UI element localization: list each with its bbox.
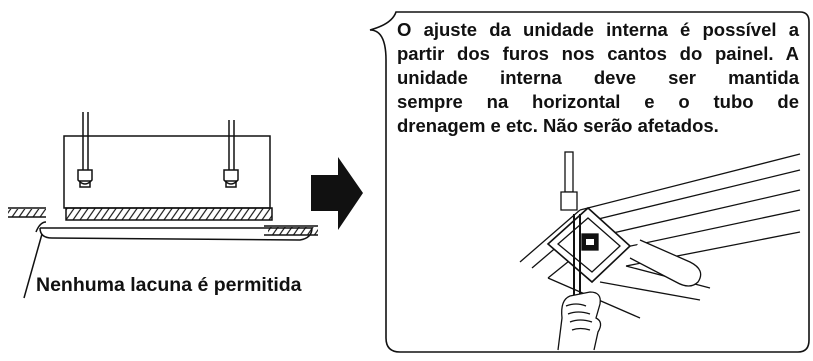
callout-line: unidade interna deve ser mantida bbox=[397, 67, 799, 88]
callout-box bbox=[369, 11, 810, 353]
no-gap-caption: Nenhuma lacuna é permitida bbox=[36, 274, 302, 296]
callout-line: O ajuste da unidade interna é possível a bbox=[397, 19, 799, 40]
callout-line: drenagem e etc. Não serão afetados. bbox=[397, 115, 719, 136]
ceiling-unit-icon bbox=[8, 112, 318, 299]
hand-tool-icon bbox=[557, 214, 602, 351]
callout-text: O ajuste da unidade interna é possível a… bbox=[397, 18, 799, 138]
callout-line: sempre na horizontal e o tubo de bbox=[397, 91, 799, 112]
right-arrow-icon bbox=[311, 157, 363, 230]
panel-corner-icon bbox=[519, 151, 801, 319]
callout-line: partir dos furos nos cantos do painel. A bbox=[397, 43, 799, 64]
